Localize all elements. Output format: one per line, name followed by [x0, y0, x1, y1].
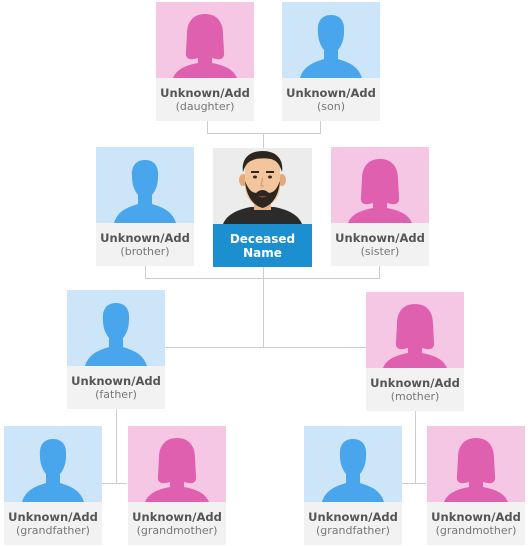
person-name: Unknown/Add: [132, 509, 222, 524]
person-relation: (sister): [360, 244, 400, 258]
person-name: Unknown/Add: [308, 509, 398, 524]
deceased-name-line2: Name: [243, 245, 282, 260]
female-silhouette-icon: [156, 2, 254, 78]
person-name: Unknown/Add: [286, 85, 376, 100]
person-relation: (mother): [390, 389, 440, 403]
bearded-man-avatar-icon: [213, 148, 312, 224]
male-silhouette-icon: [304, 426, 402, 502]
person-card-paternal-grandfather[interactable]: Unknown/Add (grandfather): [4, 426, 102, 545]
person-name: Unknown/Add: [335, 230, 425, 245]
person-relation: (brother): [120, 244, 170, 258]
female-silhouette-icon: [128, 426, 226, 502]
person-relation: (daughter): [175, 99, 235, 113]
person-relation: (grandfather): [316, 523, 390, 537]
male-silhouette-icon: [96, 147, 194, 223]
person-card-maternal-grandfather[interactable]: Unknown/Add (grandfather): [304, 426, 402, 545]
person-relation: (grandmother): [136, 523, 218, 537]
person-name: Unknown/Add: [160, 85, 250, 100]
person-relation: (son): [316, 99, 345, 113]
person-card-sister[interactable]: Unknown/Add (sister): [331, 147, 429, 266]
person-name: Unknown/Add: [71, 373, 161, 388]
male-silhouette-icon: [282, 2, 380, 78]
person-name: Unknown/Add: [431, 509, 521, 524]
person-card-daughter[interactable]: Unknown/Add (daughter): [156, 2, 254, 121]
person-card-mother[interactable]: Unknown/Add (mother): [366, 292, 464, 411]
person-relation: (grandfather): [16, 523, 90, 537]
female-silhouette-icon: [427, 426, 525, 502]
person-name: Unknown/Add: [370, 375, 460, 390]
person-card-paternal-grandmother[interactable]: Unknown/Add (grandmother): [128, 426, 226, 545]
female-silhouette-icon: [331, 147, 429, 223]
person-card-maternal-grandmother[interactable]: Unknown/Add (grandmother): [427, 426, 525, 545]
person-card-deceased[interactable]: Deceased Name: [213, 148, 312, 267]
deceased-name-line1: Deceased: [229, 231, 296, 246]
person-card-son[interactable]: Unknown/Add (son): [282, 2, 380, 121]
person-card-father[interactable]: Unknown/Add (father): [67, 290, 165, 409]
male-silhouette-icon: [67, 290, 165, 366]
female-silhouette-icon: [366, 292, 464, 368]
person-name: Unknown/Add: [8, 509, 98, 524]
person-card-brother[interactable]: Unknown/Add (brother): [96, 147, 194, 266]
person-relation: (grandmother): [435, 523, 517, 537]
person-name: Unknown/Add: [100, 230, 190, 245]
male-silhouette-icon: [4, 426, 102, 502]
person-relation: (father): [95, 387, 137, 401]
